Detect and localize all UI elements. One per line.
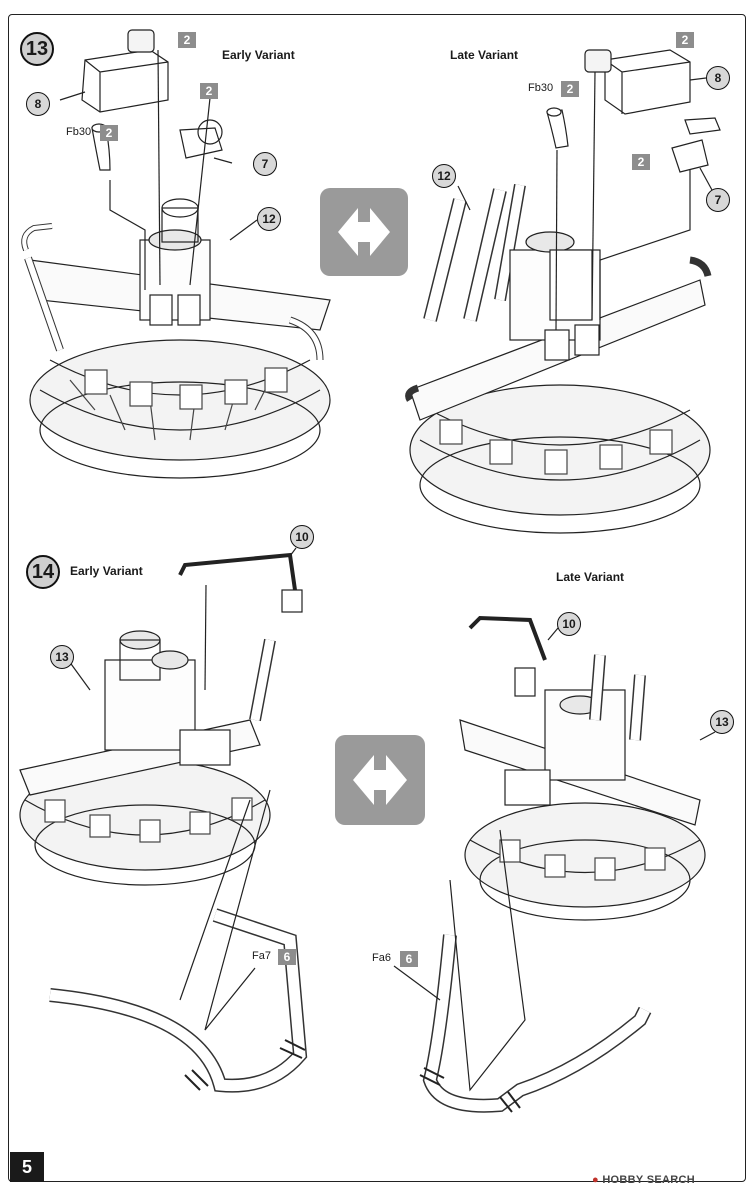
page-number: 5 <box>10 1152 44 1182</box>
part-callout: 13 <box>710 710 734 734</box>
part-code: Fa7 <box>252 950 271 962</box>
parts-late-13 <box>457 49 721 331</box>
variant-label: Early Variant <box>70 564 143 578</box>
engine-late-14 <box>393 615 716 1113</box>
part-callout: 13 <box>50 645 74 669</box>
engine-early-13 <box>21 198 331 479</box>
part-callout: 8 <box>26 92 50 116</box>
double-arrow-icon-13 <box>320 188 408 276</box>
sprue-badge: 2 <box>200 83 218 99</box>
part-callout: 8 <box>706 66 730 90</box>
watermark-text: HOBBY SEARCH <box>602 1174 695 1186</box>
engine-early-14 <box>19 547 308 1093</box>
watermark: ● HOBBY SEARCH <box>592 1174 695 1186</box>
sprue-badge: 6 <box>278 949 296 965</box>
part-callout: 12 <box>432 164 456 188</box>
sprue-badge: 2 <box>100 125 118 141</box>
part-callout: 10 <box>290 525 314 549</box>
page-frame <box>8 14 746 1182</box>
step-number: 14 <box>26 555 60 589</box>
double-arrow-icon-14 <box>335 735 425 825</box>
sprue-badge: 2 <box>178 32 196 48</box>
part-callout: 10 <box>557 612 581 636</box>
sprue-badge: 2 <box>632 154 650 170</box>
part-code: Fa6 <box>372 952 391 964</box>
part-callout: 12 <box>257 207 281 231</box>
engine-late-13 <box>405 183 712 534</box>
part-code: Fb30 <box>528 82 554 94</box>
part-callout: 7 <box>253 152 277 176</box>
variant-label: Early Variant <box>222 48 295 62</box>
step-number: 13 <box>20 32 54 66</box>
part-code: Fb30 <box>66 126 92 138</box>
variant-label: Late Variant <box>556 570 625 584</box>
watermark-logo-icon: ● <box>592 1174 599 1186</box>
part-callout: 7 <box>706 188 730 212</box>
sprue-badge: 2 <box>561 81 579 97</box>
variant-label: Late Variant <box>450 48 519 62</box>
sprue-badge: 6 <box>400 951 418 967</box>
sprue-badge: 2 <box>676 32 694 48</box>
